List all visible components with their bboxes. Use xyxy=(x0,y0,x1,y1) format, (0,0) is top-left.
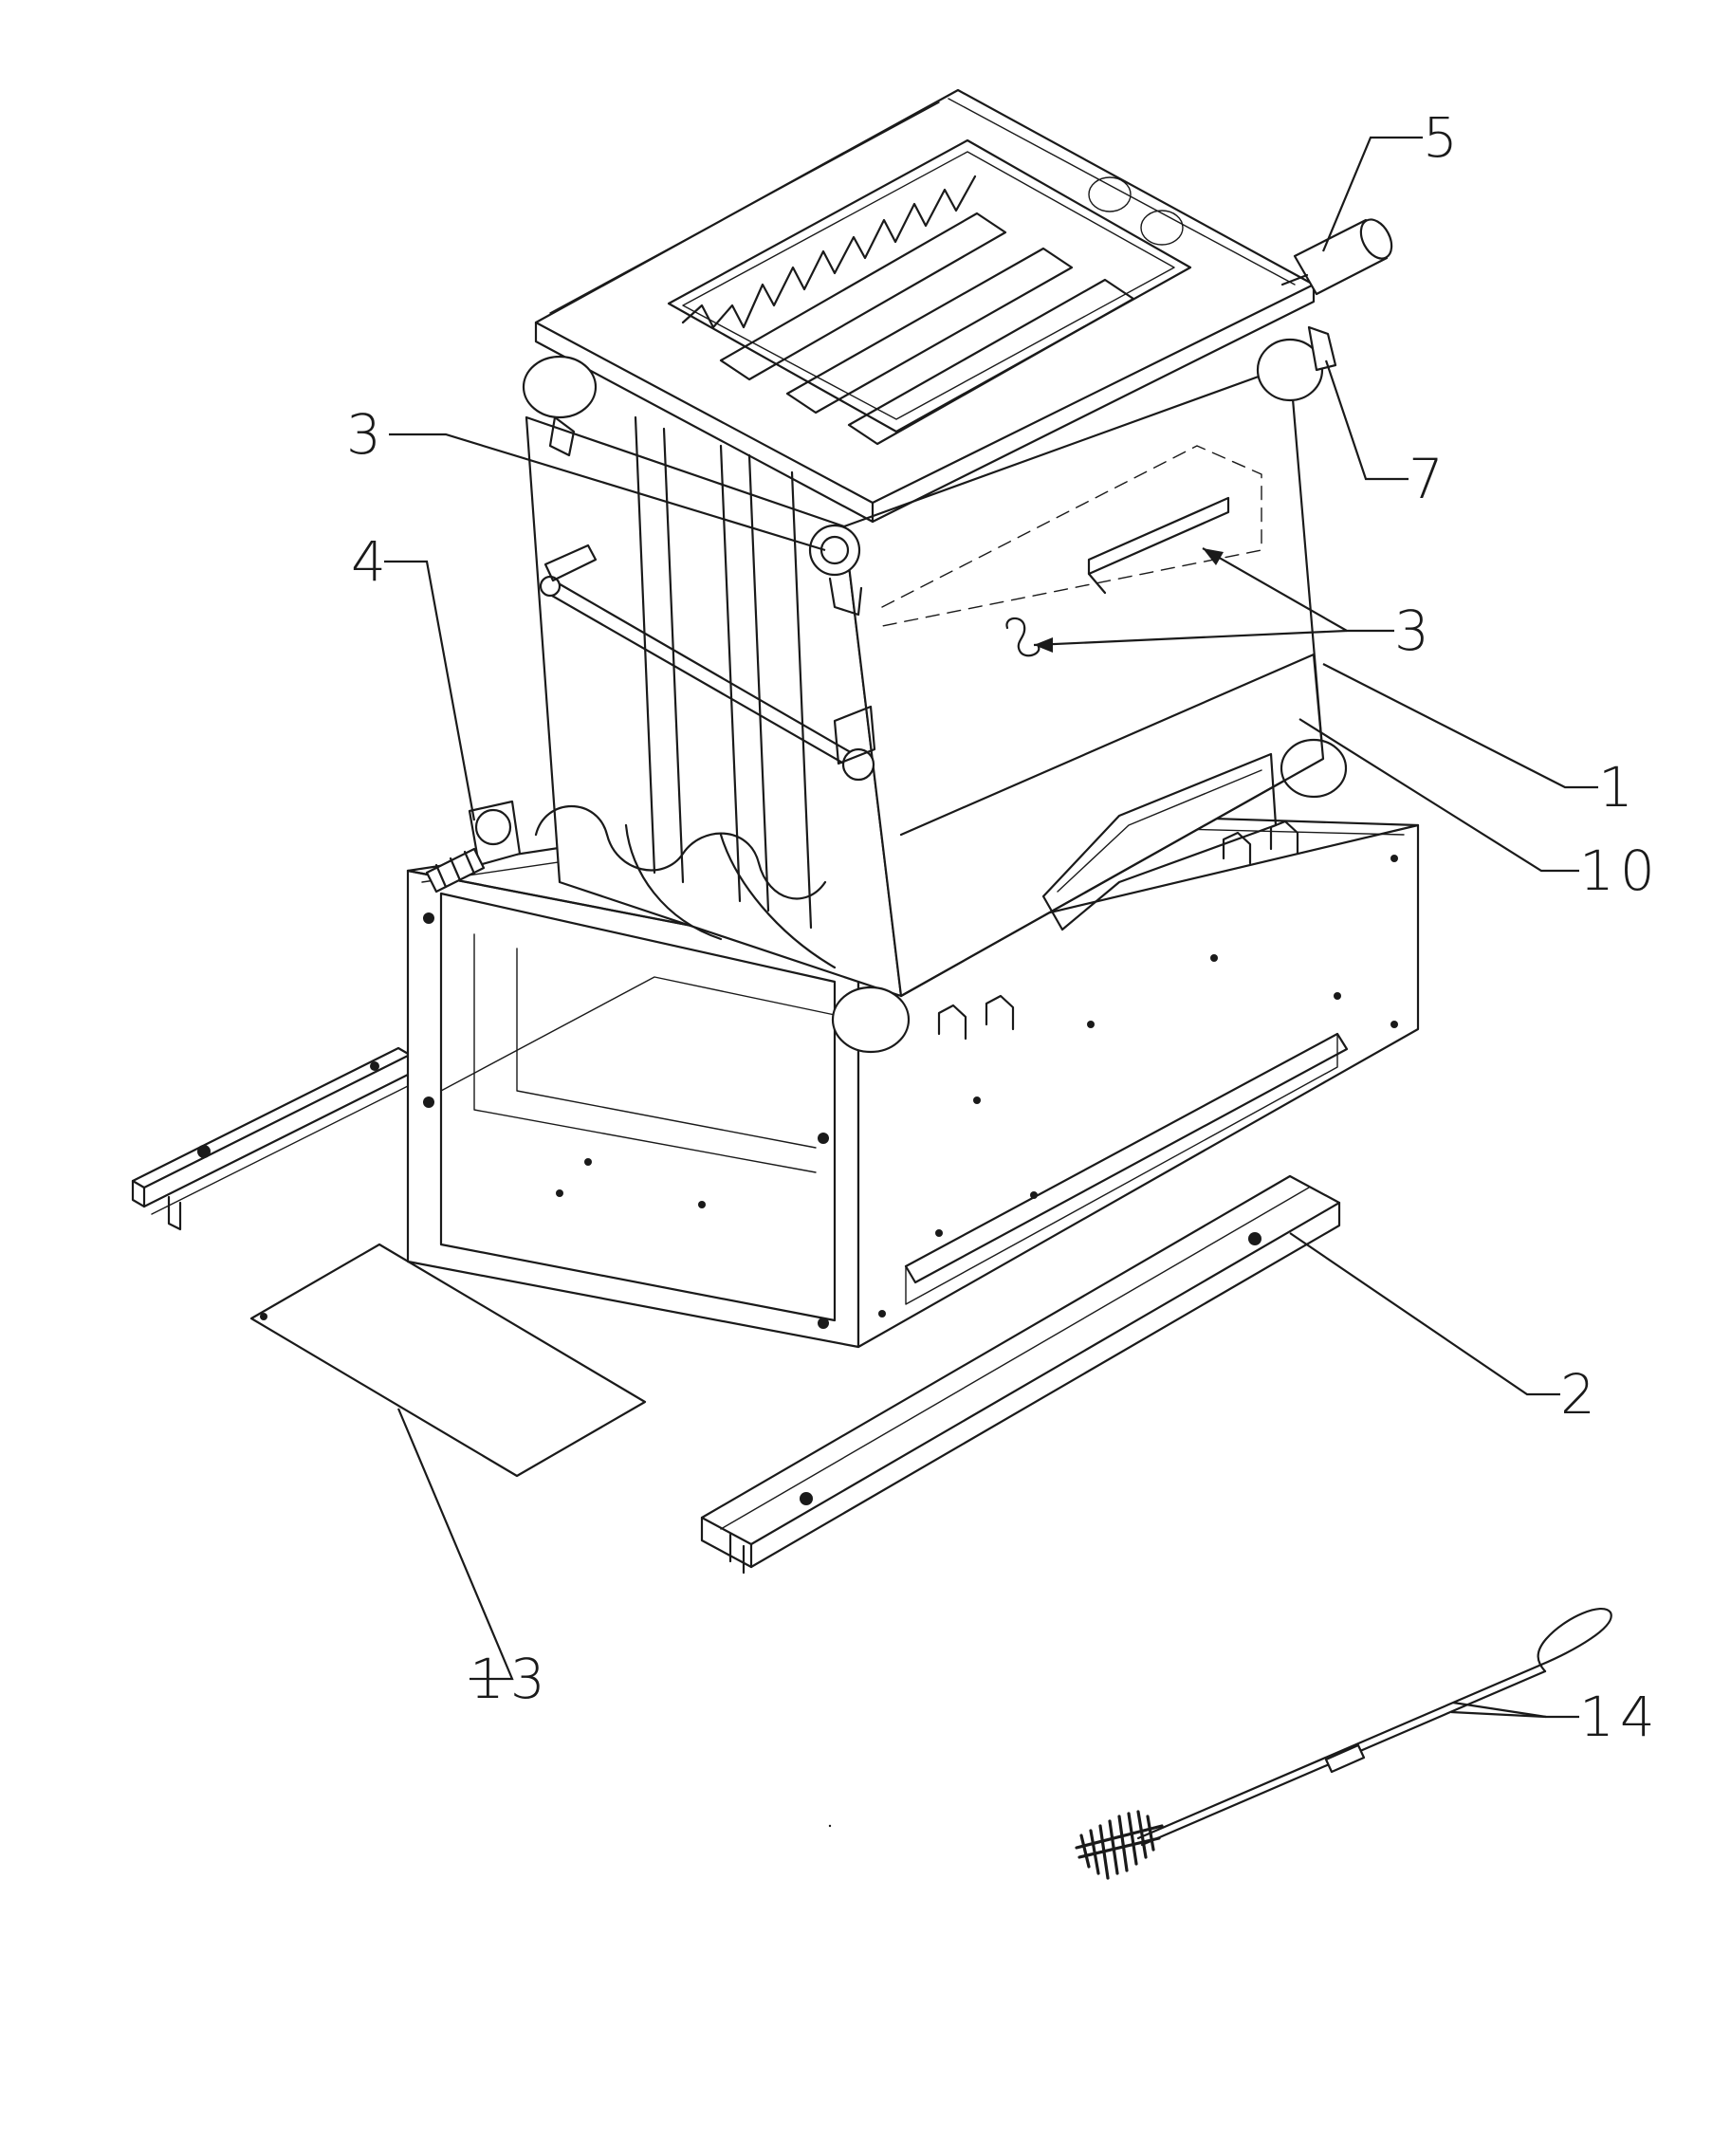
callout-7: 7 xyxy=(1409,447,1449,511)
callout-leaders xyxy=(384,136,1598,1719)
brush-bristles xyxy=(1075,1810,1164,1880)
cleaning-brush-item-14 xyxy=(1075,1607,1612,1880)
cover-plate-item-13 xyxy=(249,1243,647,1478)
callout-10: 10 xyxy=(1579,838,1661,903)
callout-3-right: 3 xyxy=(1394,599,1435,663)
base-rail-item-2 xyxy=(700,1174,1341,1575)
callout-2: 2 xyxy=(1560,1362,1601,1427)
callout-4: 4 xyxy=(351,529,392,594)
callout-1: 1 xyxy=(1598,755,1639,820)
callout-13: 13 xyxy=(470,1647,551,1711)
callout-labels: 5 7 3 4 3 1 10 2 13 14 xyxy=(346,105,1661,1749)
callout-14: 14 xyxy=(1579,1685,1661,1749)
callout-3-left: 3 xyxy=(346,402,387,467)
heat-exchanger-item-1 xyxy=(425,88,1393,1054)
callout-5: 5 xyxy=(1423,105,1464,170)
speck xyxy=(828,1824,832,1828)
left-base-rail xyxy=(131,1046,418,1231)
